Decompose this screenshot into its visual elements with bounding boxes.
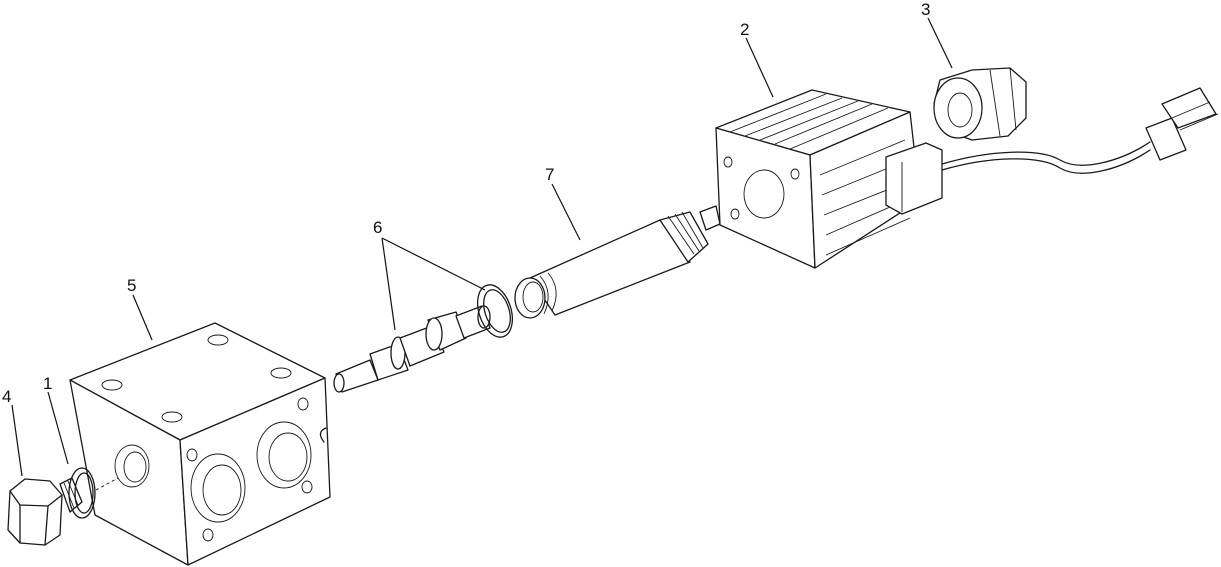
callout-3: 3	[921, 0, 930, 19]
o-ring-large	[476, 284, 514, 338]
callout-2: 2	[740, 20, 749, 39]
leader-lines	[11, 17, 953, 477]
callout-4: 4	[2, 387, 11, 406]
knurled-nut	[933, 67, 1027, 141]
wire-and-connector	[941, 87, 1219, 174]
solenoid-coil	[715, 89, 943, 269]
valve-body-block	[69, 322, 331, 566]
callout-1: 1	[43, 374, 52, 393]
o-ring-small	[68, 467, 96, 519]
solenoid-tube	[514, 205, 721, 319]
callout-7: 7	[545, 165, 554, 184]
hex-plug	[7, 477, 83, 546]
cartridge-spool	[333, 305, 491, 393]
callout-6: 6	[373, 218, 382, 237]
callout-5: 5	[127, 276, 136, 295]
